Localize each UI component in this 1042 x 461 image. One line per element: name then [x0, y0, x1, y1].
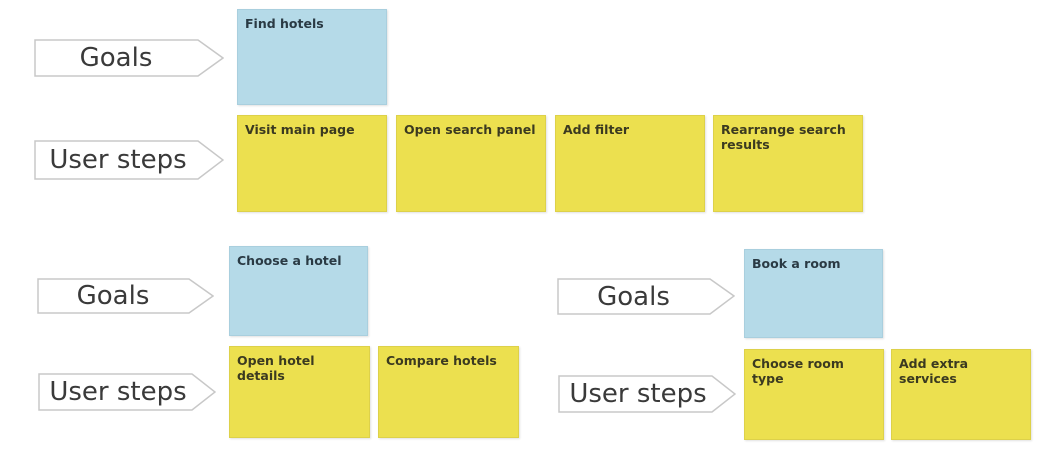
user-steps-tag-label: User steps: [49, 377, 187, 407]
user-steps-tag: User steps: [34, 140, 224, 180]
step-note-text: Choose room type: [752, 356, 844, 386]
step-note-text: Compare hotels: [386, 353, 497, 368]
step-note-text: Open hotel details: [237, 353, 315, 383]
goal-note-text: Find hotels: [245, 16, 324, 31]
goal-note[interactable]: Book a room: [744, 249, 883, 338]
goals-tag-label: Goals: [597, 281, 670, 312]
goal-note[interactable]: Choose a hotel: [229, 246, 368, 336]
step-note[interactable]: Visit main page: [237, 115, 387, 212]
step-note-text: Add extra services: [899, 356, 969, 386]
goal-note-text: Choose a hotel: [237, 253, 342, 268]
user-steps-tag-label: User steps: [49, 145, 187, 175]
goals-tag: Goals: [34, 39, 224, 77]
step-note[interactable]: Open hotel details: [229, 346, 370, 438]
goals-tag-label: Goals: [79, 43, 153, 73]
user-steps-tag: User steps: [558, 375, 736, 413]
tag-arrow-shape: [34, 140, 224, 180]
step-note[interactable]: Compare hotels: [378, 346, 519, 438]
user-steps-tag-label: User steps: [569, 379, 707, 409]
goals-tag-label: Goals: [76, 281, 150, 311]
user-steps-tag: User steps: [38, 373, 216, 411]
step-note[interactable]: Add filter: [555, 115, 705, 212]
tag-arrow-shape: [38, 373, 216, 411]
goal-note[interactable]: Find hotels: [237, 9, 387, 105]
goals-tag: Goals: [557, 278, 735, 315]
step-note-text: Add filter: [563, 122, 630, 137]
step-note-text: Open search panel: [404, 122, 536, 137]
step-note[interactable]: Choose room type: [744, 349, 884, 440]
step-note[interactable]: Open search panel: [396, 115, 546, 212]
tag-arrow-shape: [558, 375, 736, 413]
step-note-text: Rearrange search results: [721, 122, 846, 152]
step-note[interactable]: Add extra services: [891, 349, 1031, 440]
tag-arrow-shape: [557, 278, 735, 315]
step-note[interactable]: Rearrange search results: [713, 115, 863, 212]
step-note-text: Visit main page: [245, 122, 355, 137]
goals-tag: Goals: [37, 278, 214, 314]
goal-note-text: Book a room: [752, 256, 841, 271]
tag-arrow-shape: [37, 278, 214, 314]
tag-arrow-shape: [34, 39, 224, 77]
